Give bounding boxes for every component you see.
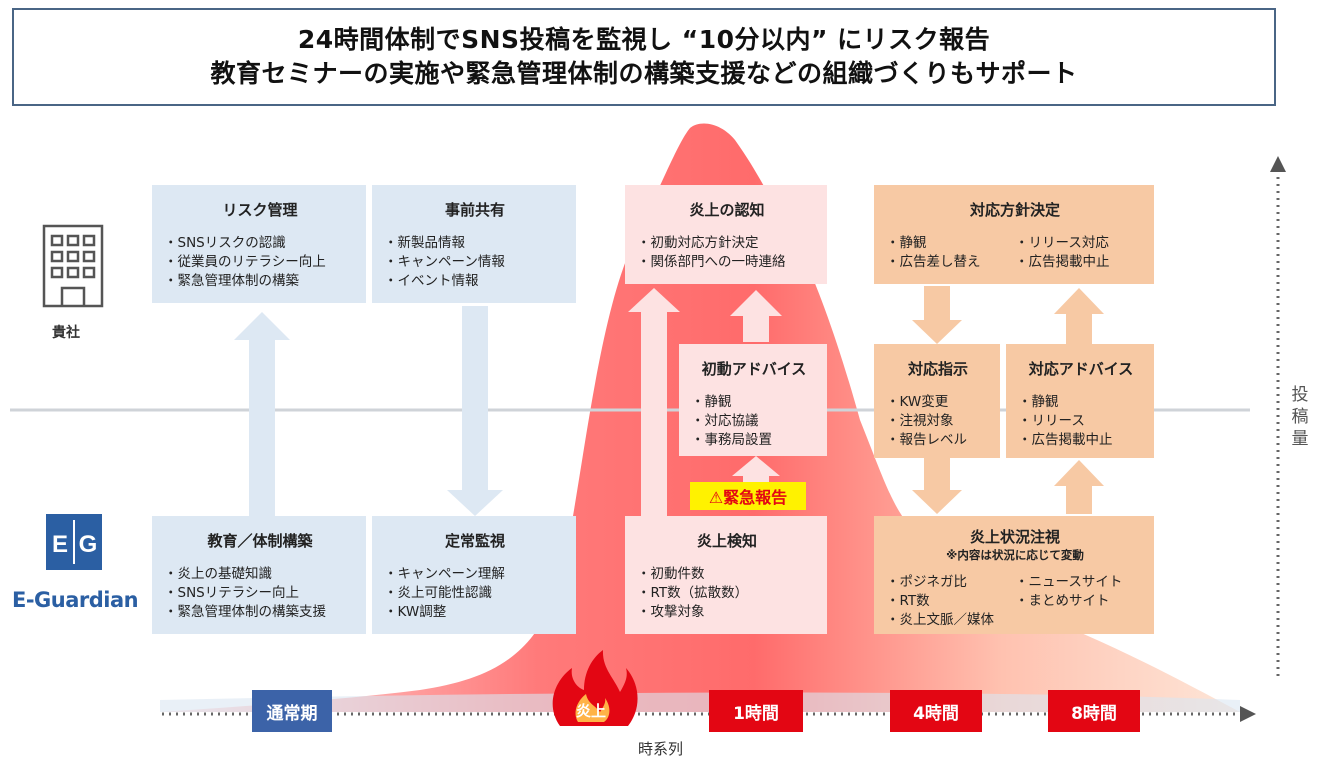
arrow-up-education [234,312,290,516]
box-response-advice: 対応アドバイス 静観 リリース 広告掲載中止 [1006,344,1154,458]
list-item: 広告掲載中止 [1015,253,1144,272]
list-item: 広告差し替え [886,253,1015,272]
box-risk-management: リスク管理 SNSリスクの認識 従業員のリテラシー向上 緊急管理体制の構築 [152,185,366,303]
list-item: 初動件数 [637,565,817,584]
timeline-arrowhead [1240,706,1256,722]
urgent-report-badge: ⚠緊急報告 [690,482,806,510]
box-title: 対応指示 [907,360,968,378]
box-initial-advice: 初動アドバイス 静観 対応協議 事務局設置 [679,344,827,456]
box-education: 教育／体制構築 炎上の基礎知識 SNSリテラシー向上 緊急管理体制の構築支援 [152,516,366,634]
list-item: 関係部門への一時連絡 [637,253,817,272]
volume-axis-arrowhead [1270,156,1286,172]
timeline-4-hours: 4時間 [890,690,982,732]
list-item: まとめサイト [1015,592,1144,611]
box-title: 事前共有 [444,201,505,219]
arrow-down-policy [912,286,962,344]
header-banner: 24時間体制でSNS投稿を監視し “10分以内” にリスク報告 教育セミナーの実… [12,8,1276,106]
list-item: RT数 [886,592,1015,611]
box-title: 定常監視 [444,532,505,550]
list-item: イベント情報 [384,272,566,291]
flame-icon [552,650,638,726]
box-title: 対応アドバイス [1028,360,1134,378]
post-volume-char: 量 [1291,429,1309,449]
list-item: 広告掲載中止 [1018,431,1144,450]
eguardian-logo-text: E-Guardian [12,588,139,612]
blue-arrows [234,306,503,516]
arrow-up-urgent [732,456,780,482]
list-item: 初動対応方針決定 [637,234,817,253]
list-item: SNSリスクの認識 [164,234,356,253]
list-item: リリース [1018,412,1144,431]
list-item: キャンペーン情報 [384,253,566,272]
arrow-up-detection [628,288,680,516]
box-title: 初動アドバイス [701,360,807,378]
box-title: 炎上状況注視 [969,528,1060,546]
list-item: ポジネガ比 [886,573,1015,592]
list-item: 静観 [691,393,817,412]
list-item: キャンペーン理解 [384,565,566,584]
list-item: 緊急管理体制の構築支援 [164,603,356,622]
header-line-2: 教育セミナーの実施や緊急管理体制の構築支援などの組織づくりもサポート [210,59,1078,88]
list-item: 緊急管理体制の構築 [164,272,356,291]
eguardian-logo-icon: E G [46,514,102,570]
box-subtitle: ※内容は状況に応じて変動 [946,548,1084,562]
timeline-8-hours: 8時間 [1048,690,1140,732]
post-volume-char: 投 [1291,385,1309,405]
svg-text:E: E [52,531,68,558]
building-icon [42,224,104,308]
box-response-instruction: 対応指示 KW変更 注視対象 報告レベル [874,344,1000,458]
post-volume-label: 投 稿 量 [1288,384,1312,450]
list-item: 従業員のリテラシー向上 [164,253,356,272]
svg-text:G: G [79,531,98,558]
box-flame-recognition: 炎上の認知 初動対応方針決定 関係部門への一時連絡 [625,185,827,284]
box-title: リスク管理 [222,201,298,219]
timeline-flame-label: 炎上 [575,702,606,720]
list-item: リリース対応 [1015,234,1144,253]
orange-arrows [912,286,1104,514]
company-label: 貴社 [52,325,80,341]
list-item: 攻撃対象 [637,603,817,622]
arrow-down-instruction [912,458,962,514]
list-item: 炎上文脈／媒体 [886,611,1015,630]
list-item: 対応協議 [691,412,817,431]
box-title: 炎上検知 [696,532,757,550]
pink-arrows [628,288,782,516]
header-line-1: 24時間体制でSNS投稿を監視し “10分以内” にリスク報告 [297,25,991,54]
list-item: 事務局設置 [691,431,817,450]
box-monitoring: 定常監視 キャンペーン理解 炎上可能性認識 KW調整 [372,516,576,634]
arrow-down-monitoring [447,306,503,516]
list-item: 静観 [1018,393,1144,412]
timeline-1-hour: 1時間 [709,690,803,732]
list-item: 新製品情報 [384,234,566,253]
arrow-up-advice [730,290,782,342]
list-item: 報告レベル [886,431,990,450]
timeline-normal-period: 通常期 [252,690,332,732]
list-item: KW調整 [384,603,566,622]
time-axis-label: 時系列 [638,740,684,758]
box-title: 対応方針決定 [969,201,1060,219]
box-title: 教育／体制構築 [207,532,313,550]
list-item: SNSリテラシー向上 [164,584,356,603]
arrow-up-policy [1054,288,1104,344]
list-item: 炎上可能性認識 [384,584,566,603]
box-response-policy: 対応方針決定 静観 広告差し替え リリース対応 広告掲載中止 [874,185,1154,284]
box-flame-detection: 炎上検知 初動件数 RT数（拡散数） 攻撃対象 [625,516,827,634]
arrow-up-watch [1054,460,1104,514]
box-pre-share: 事前共有 新製品情報 キャンペーン情報 イベント情報 [372,185,576,303]
list-item: 炎上の基礎知識 [164,565,356,584]
post-volume-char: 稿 [1291,407,1309,427]
list-item: KW変更 [886,393,990,412]
list-item: RT数（拡散数） [637,584,817,603]
box-title: 炎上の認知 [689,201,765,219]
list-item: 注視対象 [886,412,990,431]
box-flame-watch: 炎上状況注視 ※内容は状況に応じて変動 ポジネガ比 RT数 炎上文脈／媒体 ニュ… [874,516,1154,634]
list-item: 静観 [886,234,1015,253]
list-item: ニュースサイト [1015,573,1144,592]
